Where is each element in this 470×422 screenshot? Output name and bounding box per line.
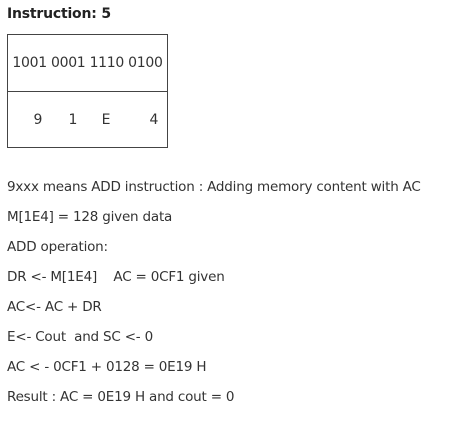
- operation-label: ADD operation:: [7, 239, 108, 255]
- hex-digit-cell: 1: [68, 111, 78, 128]
- given-data-line: M[1E4] = 128 given data: [7, 209, 173, 225]
- instruction-table: 1001 0001 1110 0100 9 1 E 4: [7, 34, 168, 148]
- hex-digit-cell: 9: [33, 111, 43, 128]
- hex-code-row: 9 1 E 4: [8, 92, 167, 147]
- step-line: AC < - 0CF1 + 0128 = 0E19 H: [7, 359, 207, 375]
- explanation-line: 9xxx means ADD instruction : Adding memo…: [7, 179, 421, 195]
- binary-code-cell: 1001 0001 1110 0100: [8, 35, 167, 92]
- step-line: DR <- M[1E4] AC = 0CF1 given: [7, 269, 225, 285]
- hex-digit-cell: E: [101, 111, 111, 128]
- step-line: AC<- AC + DR: [7, 299, 102, 315]
- result-line: Result : AC = 0E19 H and cout = 0: [7, 389, 235, 405]
- step-line: E<- Cout and SC <- 0: [7, 329, 153, 345]
- hex-digit-cell: 4: [149, 111, 159, 128]
- instruction-heading: Instruction: 5: [7, 6, 111, 22]
